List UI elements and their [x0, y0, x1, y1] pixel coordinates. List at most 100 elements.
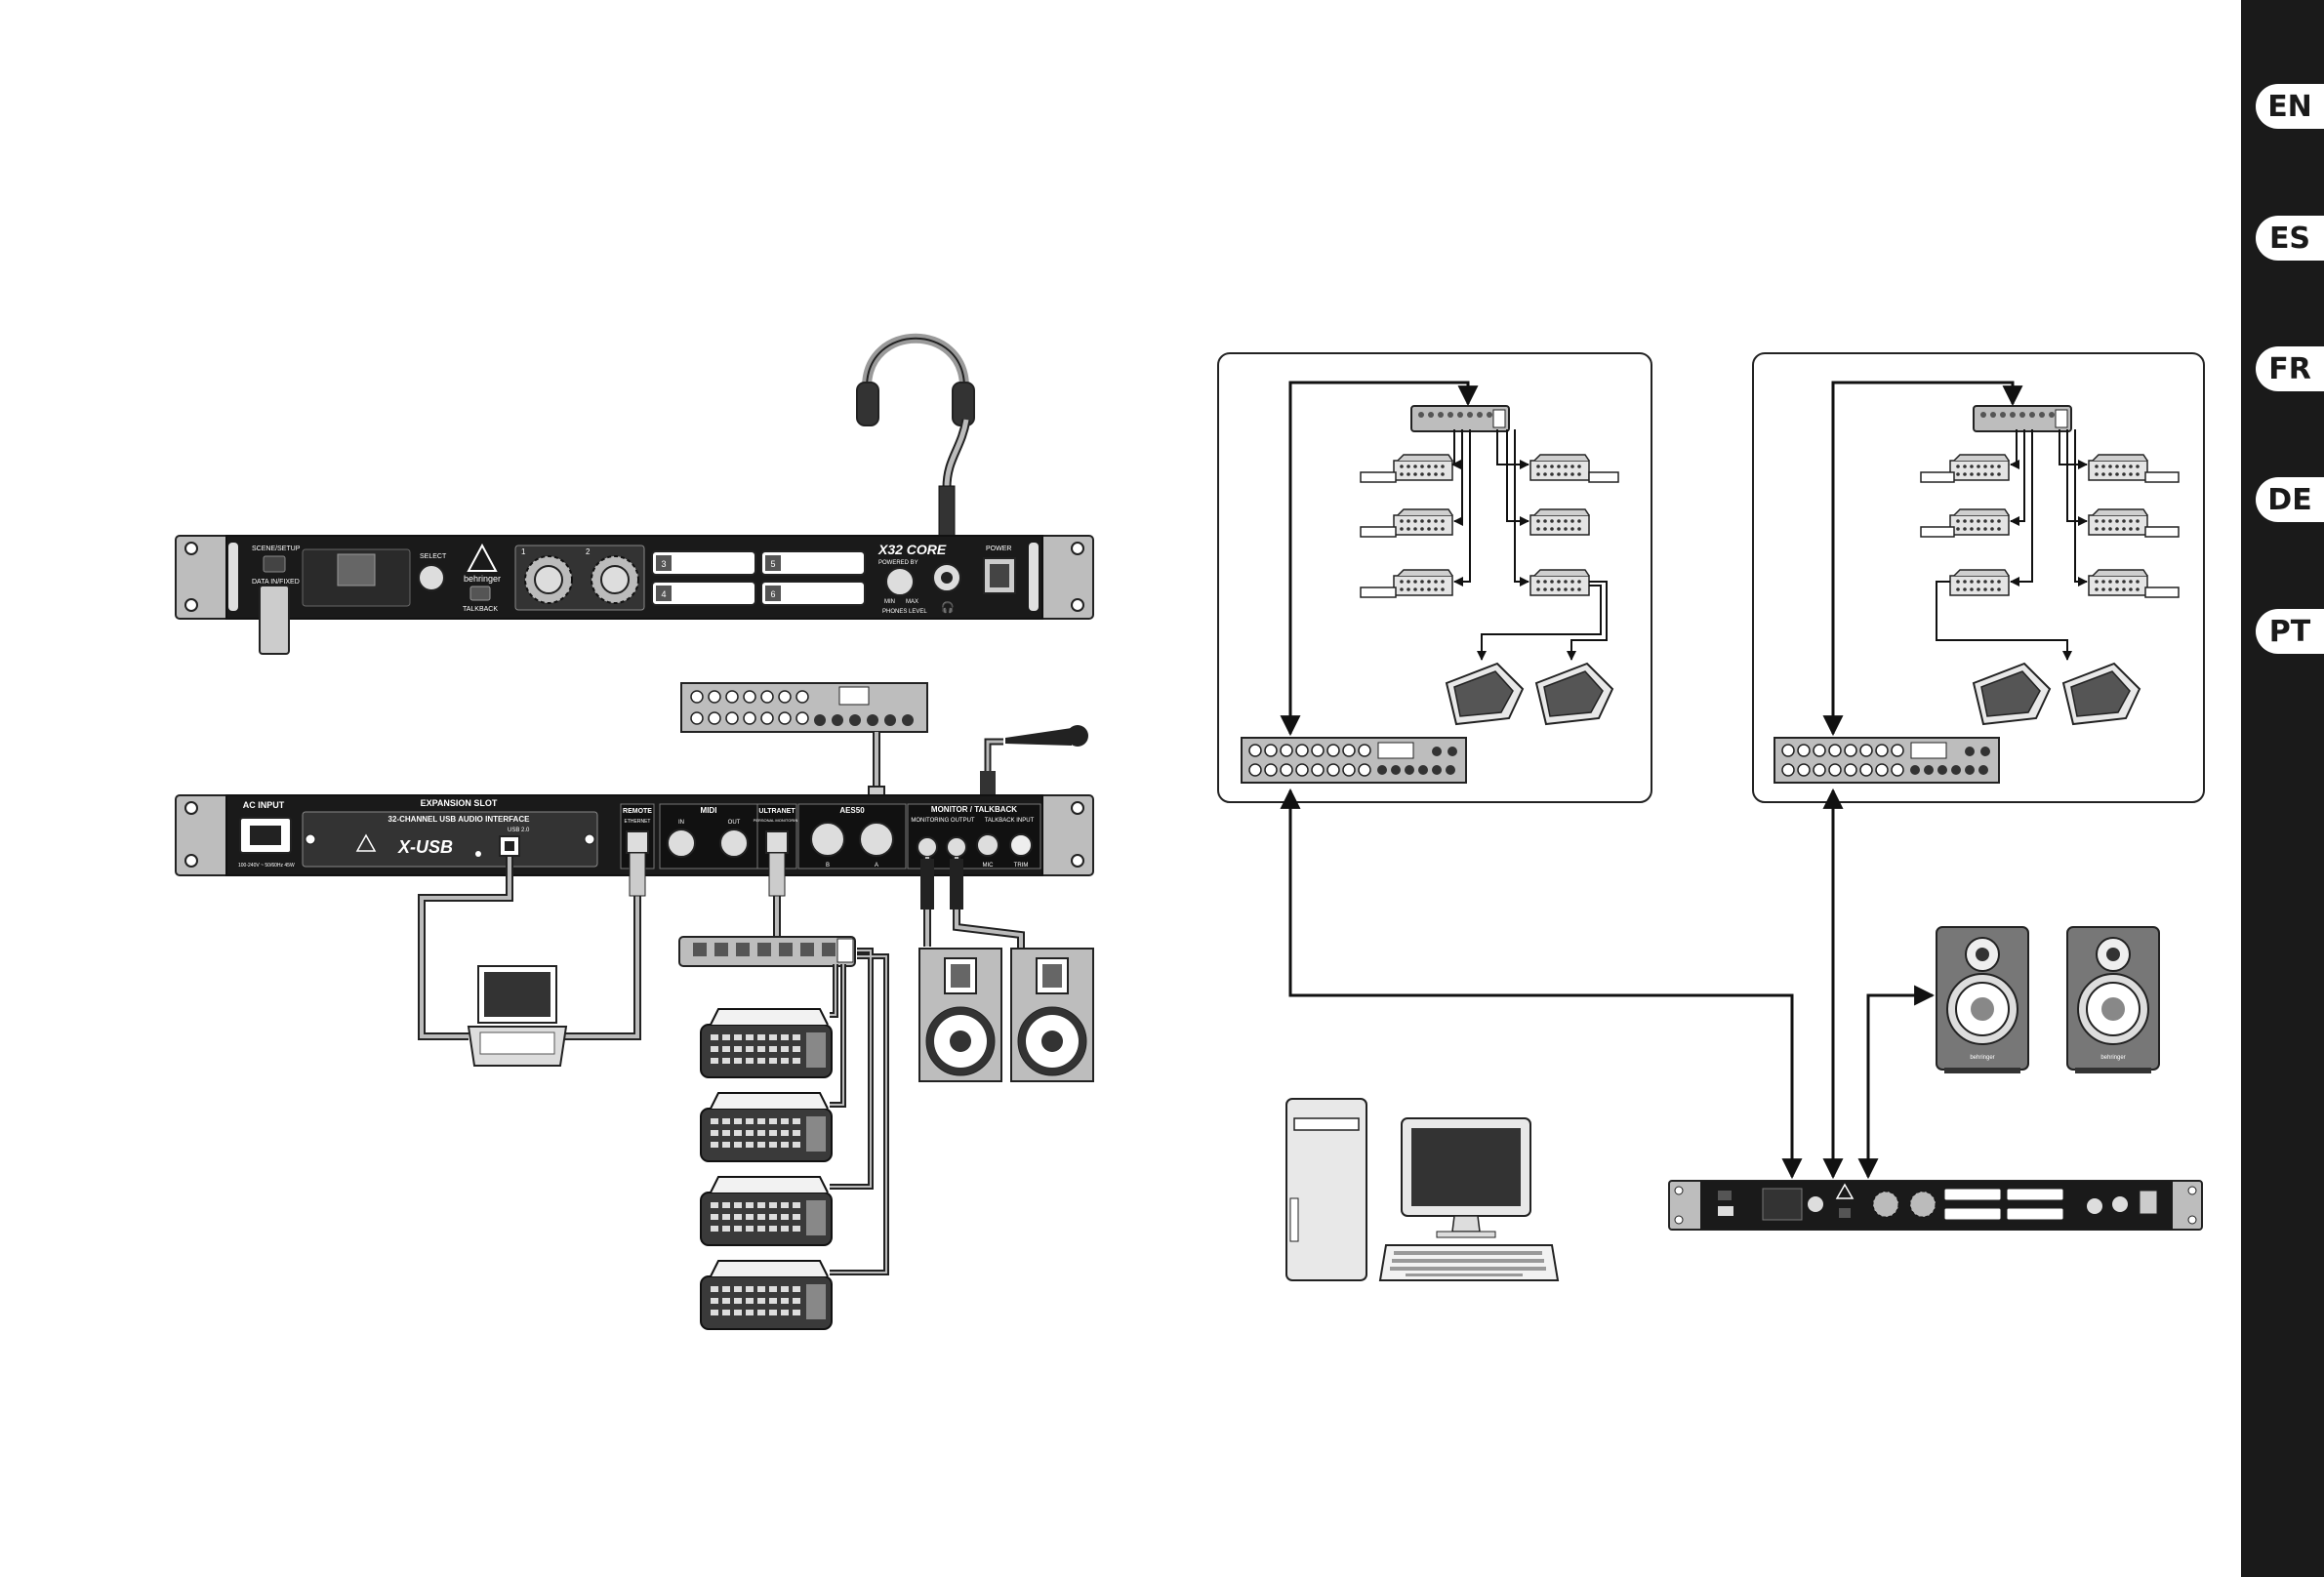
studio-monitor-left-brand: behringer	[1970, 1055, 1994, 1061]
studio-monitor-right	[2066, 926, 2160, 1074]
midi-in-port[interactable]	[667, 829, 696, 858]
wedge-monitor-2b	[2062, 663, 2141, 725]
ultranet-hub-1	[1410, 405, 1510, 432]
midi-out-port[interactable]	[719, 829, 749, 858]
midi-label: MIDI	[701, 806, 717, 815]
scene-setup-button[interactable]	[263, 555, 286, 573]
studio-monitor-right-brand: behringer	[2100, 1055, 2125, 1061]
ultranet-hub	[678, 936, 856, 967]
knob-1-label: 1	[521, 547, 526, 556]
trim-label: TRIM	[1014, 863, 1029, 869]
usb-interface-label: 32-CHANNEL USB AUDIO INTERFACE	[388, 815, 531, 824]
language-tab-pt[interactable]: PT	[2256, 609, 2324, 654]
monitoring-output-label: MONITORING OUTPUT	[911, 818, 975, 824]
assign-button-4[interactable]: 4	[651, 581, 756, 606]
wedge-monitor-2a	[1973, 663, 2051, 725]
language-tab-fr[interactable]: FR	[2256, 346, 2324, 391]
talkback-mic-jack[interactable]	[976, 833, 999, 857]
usb-cable-to-laptop	[418, 857, 513, 1040]
port-b-label: B	[826, 863, 830, 869]
usb-version-label: USB 2.0	[508, 828, 530, 833]
usb-stick	[259, 585, 290, 655]
min-label: MIN	[884, 599, 895, 605]
personal-mixer-1b	[1529, 454, 1590, 481]
personal-mixer-2b	[2088, 454, 2148, 481]
personal-mixer-1a	[1393, 454, 1453, 481]
stagebox-left-top	[680, 682, 928, 733]
ultranet-label: ULTRANET	[758, 808, 795, 815]
power-label: POWER	[986, 546, 1011, 552]
monitor-out-left-jack[interactable]	[917, 836, 938, 858]
pa-speaker-right	[1010, 948, 1094, 1082]
monitor-talkback-label: MONITOR / TALKBACK	[931, 805, 1017, 814]
personal-mixer-1f	[1529, 569, 1590, 596]
aes50-port-a[interactable]	[859, 822, 894, 857]
monitor-cables	[920, 857, 1025, 952]
button-number: 6	[770, 589, 775, 599]
personal-mixer-2d	[2088, 508, 2148, 536]
card-logo-icon	[355, 833, 377, 852]
port-a-label: A	[875, 863, 878, 869]
phones-level-label: PHONES LEVEL	[882, 609, 927, 615]
midi-out-label: OUT	[728, 820, 741, 826]
wedge-monitor-1a	[1446, 663, 1524, 725]
personal-mixer-2e	[1949, 569, 2010, 596]
ultranet-cable	[768, 852, 786, 939]
button-number: 5	[770, 559, 775, 569]
ac-spec-label: 100-240V ~ 50/60Hz 45W	[238, 863, 295, 869]
ethernet-port[interactable]	[626, 830, 649, 854]
personal-mixer-1d	[1529, 508, 1590, 536]
assign-button-6[interactable]: 6	[760, 581, 866, 606]
talkback-button[interactable]	[469, 586, 491, 601]
aes50-link-arrows	[1280, 788, 1936, 1180]
knob-2-label: 2	[586, 547, 591, 556]
button-number: 4	[661, 589, 666, 599]
stage-setup-box-2	[1752, 352, 2205, 803]
aes50-label: AES50	[839, 806, 865, 815]
select-label: SELECT	[420, 553, 447, 560]
microphone	[980, 725, 1088, 806]
personal-mixer-1e	[1393, 569, 1453, 596]
desktop-computer	[1285, 1098, 1560, 1281]
behringer-logo-icon	[467, 543, 498, 572]
language-sidebar	[2241, 0, 2324, 1577]
personal-mixer-2f	[2088, 569, 2148, 596]
expansion-slot-label: EXPANSION SLOT	[421, 798, 498, 808]
aes50-port-b[interactable]	[810, 822, 845, 857]
stage-setup-box-1	[1217, 352, 1652, 803]
monitor-out-right-jack[interactable]	[946, 836, 967, 858]
assign-button-3[interactable]: 3	[651, 550, 756, 576]
talkback-label: TALKBACK	[463, 606, 498, 613]
ultranet-port[interactable]	[765, 830, 789, 854]
hub-to-personal-mixer-cables-inner	[830, 950, 887, 1274]
talkback-trim-knob[interactable]	[1009, 833, 1033, 857]
personal-mixer-2a	[1949, 454, 2010, 481]
brand-label: behringer	[464, 574, 501, 584]
max-label: MAX	[906, 599, 918, 605]
select-knob[interactable]	[418, 564, 445, 591]
remote-label: REMOTE	[623, 808, 652, 815]
stagebox-1	[1241, 737, 1467, 784]
language-tab-de[interactable]: DE	[2256, 477, 2324, 522]
assign-button-5[interactable]: 5	[760, 550, 866, 576]
language-tab-en[interactable]: EN	[2256, 84, 2324, 129]
stagebox-2	[1774, 737, 2000, 784]
phones-level-knob[interactable]	[885, 567, 915, 596]
ethernet-cable-to-laptop	[562, 852, 646, 1040]
studio-monitor-left	[1936, 926, 2029, 1074]
model-label: X32 CORE	[877, 542, 947, 557]
personal-mixer-2	[700, 1092, 833, 1162]
mic-label: MIC	[983, 863, 995, 869]
laptop	[467, 965, 568, 1067]
connection-diagram: SCENE/SETUP DATA IN/FIXED SELECT behring…	[175, 333, 2205, 1330]
headphones	[856, 333, 975, 426]
x32-core-small	[1668, 1180, 2203, 1231]
expansion-card	[302, 811, 598, 868]
language-tab-es[interactable]: ES	[2256, 216, 2324, 261]
x32-core-front-panel: SCENE/SETUP DATA IN/FIXED SELECT behring…	[175, 535, 1094, 655]
talkback-input-label: TALKBACK INPUT	[985, 818, 1035, 824]
x-usb-logo-label: X-USB	[397, 837, 453, 857]
personal-mixer-1	[700, 1008, 833, 1078]
headphones-icon: 🎧	[941, 601, 955, 614]
x32-core-rear-panel: AC INPUT 100-240V ~ 50/60Hz 45W EXPANSIO…	[175, 794, 1094, 876]
